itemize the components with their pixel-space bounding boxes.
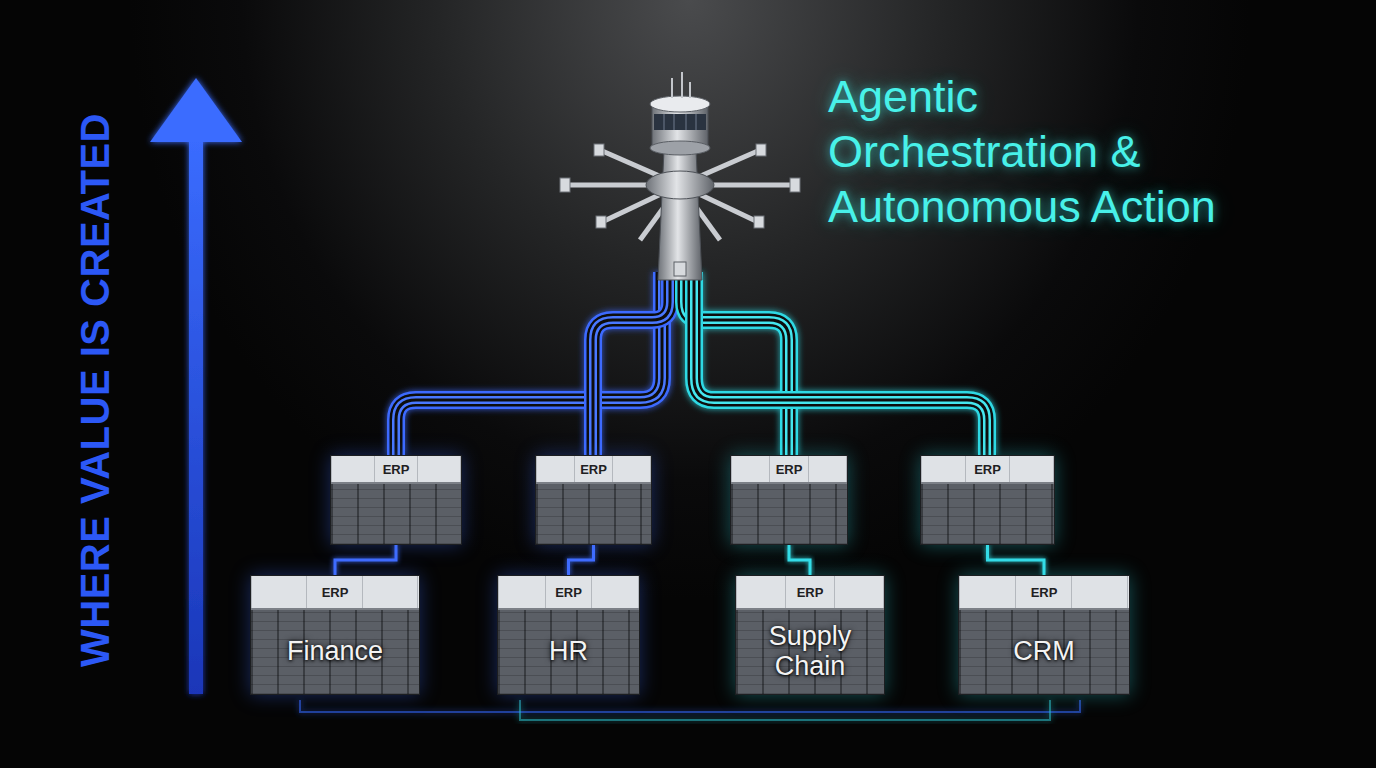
connector	[420, 657, 497, 658]
connector	[789, 545, 810, 575]
axis-label: WHERE VALUE IS CREATED	[70, 60, 120, 720]
connector-line	[335, 545, 396, 575]
cable	[694, 272, 987, 455]
server-top: ERP	[731, 456, 847, 484]
erp-server: ERP Finance	[250, 575, 420, 695]
spoke-end	[596, 216, 606, 228]
connector	[640, 657, 735, 658]
department-name: Supply Chain	[742, 622, 878, 681]
floor-wire	[520, 700, 1050, 720]
erp-server: ERP	[330, 455, 462, 545]
spoke-end	[756, 144, 766, 156]
cable-gap	[593, 272, 670, 455]
server-top: ERP	[959, 576, 1129, 610]
server-face	[731, 484, 847, 544]
antenna	[689, 82, 691, 98]
server-face: Finance	[251, 610, 419, 694]
system-tag: ERP	[580, 462, 607, 477]
cable	[593, 272, 670, 455]
cable	[593, 272, 670, 455]
tower-hub	[646, 171, 714, 199]
axis-label-text: WHERE VALUE IS CREATED	[73, 113, 118, 667]
connector-line	[569, 545, 594, 575]
server-face: Supply Chain	[736, 610, 884, 694]
connector-line	[988, 545, 1045, 575]
server-face: CRM	[959, 610, 1129, 694]
tower-box	[674, 262, 686, 276]
server-top: ERP	[498, 576, 639, 610]
system-tag: ERP	[776, 462, 803, 477]
system-tag: ERP	[383, 462, 410, 477]
connector-line	[420, 656, 497, 659]
server-face	[536, 484, 651, 544]
server-face: HR	[498, 610, 639, 694]
spoke-end	[594, 144, 604, 156]
mullion	[686, 114, 687, 130]
spoke-end	[790, 178, 800, 192]
tower-roof	[650, 96, 710, 112]
tower-shaft	[658, 150, 702, 280]
erp-server: ERP	[920, 455, 1055, 545]
connector	[988, 545, 1045, 575]
system-tag: ERP	[322, 585, 349, 600]
erp-server: ERP CRM	[958, 575, 1130, 695]
server-top: ERP	[251, 576, 419, 610]
heading: Agentic Orchestration & Autonomous Actio…	[828, 70, 1248, 235]
value-arrow	[150, 78, 242, 694]
tower-windows	[654, 114, 706, 130]
erp-server: ERP Supply Chain	[735, 575, 885, 695]
server-top: ERP	[536, 456, 651, 484]
cable	[396, 272, 662, 455]
tower-base-ring	[650, 141, 710, 155]
spoke-end	[560, 178, 570, 192]
erp-server: ERP	[730, 455, 848, 545]
cable-gap	[694, 272, 987, 455]
connector-line	[885, 656, 958, 659]
connector	[885, 657, 958, 658]
system-tag: ERP	[555, 585, 582, 600]
erp-server: ERP HR	[497, 575, 640, 695]
cable	[396, 272, 662, 455]
mullion	[664, 114, 665, 130]
cable	[694, 272, 987, 455]
cable-gap	[396, 272, 662, 455]
cable-gap	[593, 272, 670, 455]
cable-gap	[694, 272, 987, 455]
erp-server: ERP	[535, 455, 652, 545]
mullion	[674, 114, 675, 130]
department-name: HR	[549, 637, 588, 667]
connector	[335, 545, 396, 575]
tower-antennas	[672, 72, 690, 98]
antenna	[671, 78, 673, 98]
department-name: CRM	[1013, 637, 1075, 667]
control-tower	[560, 72, 800, 280]
cable-bundles	[396, 272, 987, 455]
connector	[569, 545, 594, 575]
server-face	[331, 484, 461, 544]
connector-line	[789, 545, 810, 575]
heading-text: Agentic Orchestration & Autonomous Actio…	[828, 71, 1216, 232]
antenna	[681, 72, 683, 98]
floor-wires	[300, 700, 1080, 720]
server-top: ERP	[736, 576, 884, 610]
floor-wire	[300, 700, 1080, 712]
system-tag: ERP	[974, 462, 1001, 477]
system-tag: ERP	[797, 585, 824, 600]
department-name: Finance	[287, 637, 383, 667]
arrow-shaft	[189, 138, 203, 694]
mullion	[696, 114, 697, 130]
server-face	[921, 484, 1054, 544]
arrow-head	[150, 78, 242, 142]
system-tag: ERP	[1031, 585, 1058, 600]
spoke-end	[754, 216, 764, 228]
server-top: ERP	[331, 456, 461, 484]
connector-line	[640, 656, 735, 659]
cable-gap	[396, 272, 662, 455]
window-mullions	[664, 114, 696, 130]
server-top: ERP	[921, 456, 1054, 484]
